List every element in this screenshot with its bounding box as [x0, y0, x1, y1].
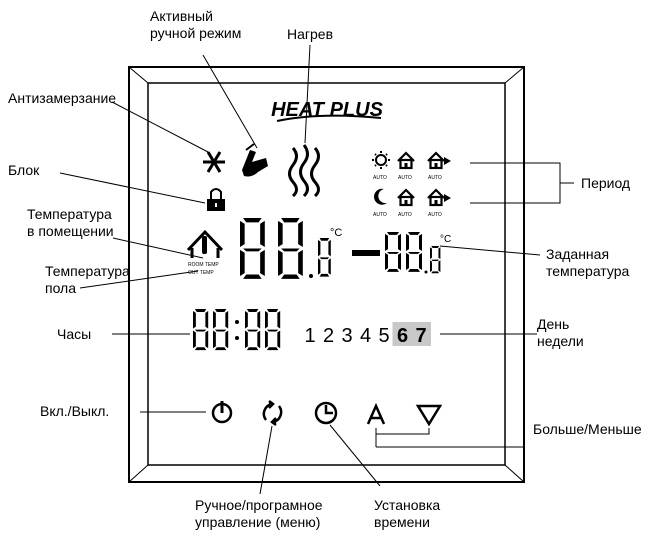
auto-label: AUTO [398, 175, 412, 181]
brand-swoosh [276, 114, 382, 122]
label-lock: Блок [8, 162, 40, 178]
auto-label: AUTO [428, 212, 442, 218]
label-room-temp: Температура в помещении [27, 206, 114, 239]
day-number: 2 [323, 325, 334, 347]
label-weekday: День недели [537, 316, 584, 349]
clock-button[interactable] [314, 401, 338, 425]
period-icons: AUTO AUTO AUTO AUTO AUTO AUTO [372, 151, 451, 218]
auto-label: AUTO [373, 212, 387, 218]
day-number: 4 [360, 325, 371, 347]
day-number: 6 [397, 325, 408, 347]
label-floor-temp: Температура пола [45, 263, 130, 296]
day-highlight [392, 322, 413, 346]
day-number: 1 [304, 325, 315, 347]
away-icon [426, 151, 451, 170]
moon-icon [374, 188, 387, 205]
set-temp-digits: °C [385, 232, 451, 274]
svg-text:°C: °C [440, 234, 451, 245]
hand-icon [242, 143, 268, 177]
temp-separator [352, 250, 380, 256]
auto-label: AUTO [398, 212, 412, 218]
room-temp-digits: °C [240, 218, 342, 279]
lcd-display: HEAT PLUS [186, 99, 451, 351]
label-menu: Ручное/програмное управление (меню) [195, 497, 323, 530]
label-power: Вкл./Выкл. [40, 403, 110, 419]
auto-label: AUTO [428, 175, 442, 181]
lock-icon [207, 188, 225, 211]
down-button[interactable] [415, 404, 443, 427]
label-antifreeze: Антизамерзание [8, 90, 117, 106]
day-number: 7 [415, 325, 426, 347]
power-button[interactable] [211, 401, 233, 424]
svg-text:OUT TEMP: OUT TEMP [188, 270, 214, 276]
sun-icon [372, 151, 390, 169]
home-icon [396, 188, 416, 207]
device-frame [128, 66, 525, 483]
callout-lines [59, 44, 574, 495]
label-set-temp: Заданная температура [546, 246, 630, 279]
label-heating: Нагрев [287, 26, 334, 42]
home-icon [396, 151, 416, 170]
clock-digits [193, 309, 281, 351]
day-highlight [411, 322, 431, 346]
up-button[interactable] [366, 402, 386, 425]
menu-button[interactable] [262, 400, 283, 426]
heating-waves-icon [288, 144, 320, 198]
label-clock: Часы [57, 326, 92, 342]
label-up-down: Больше/Меньше [533, 421, 642, 437]
snowflake-icon [203, 151, 225, 173]
label-period: Период [581, 175, 631, 191]
label-manual-mode: Активный ручной режим [150, 8, 242, 41]
day-number: 5 [378, 325, 389, 347]
svg-text:°C: °C [330, 227, 342, 239]
day-number: 3 [341, 325, 352, 347]
auto-label: AUTO [373, 175, 387, 181]
away-icon [426, 188, 451, 207]
label-time-setting: Установка времени [374, 497, 441, 530]
room-sensor-icon: ROOM TEMP OUT TEMP [186, 229, 224, 276]
svg-text:ROOM TEMP: ROOM TEMP [188, 262, 219, 268]
